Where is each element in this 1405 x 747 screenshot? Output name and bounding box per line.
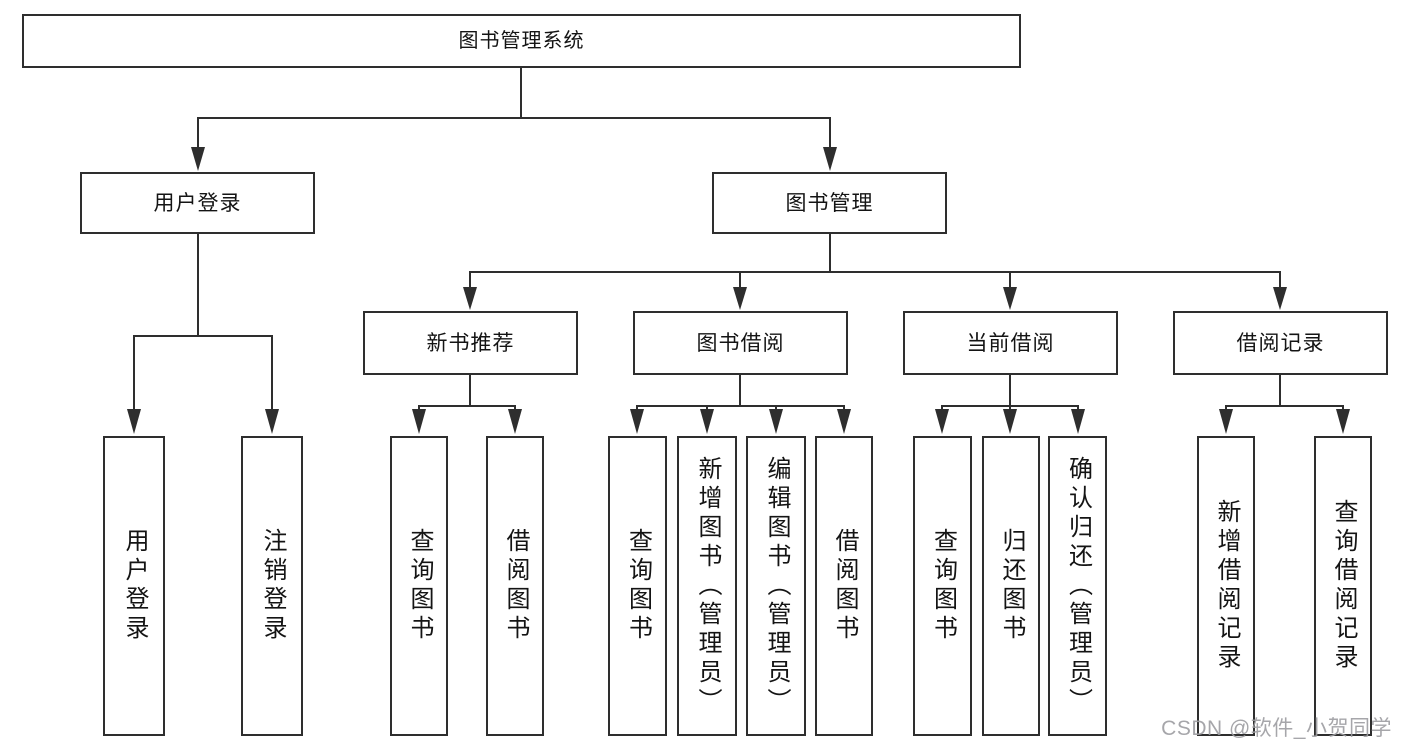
node-label: 新增借阅记录 (1213, 499, 1240, 673)
leaf-rec-borrow-books: 借阅图书 (486, 436, 544, 736)
leaf-cur-query-books: 查询图书 (913, 436, 972, 736)
node-borrowing-records: 借阅记录 (1173, 311, 1388, 375)
node-label: 查询借阅记录 (1330, 499, 1357, 673)
node-label: 借阅图书 (831, 528, 858, 644)
leaf-user-login: 用户登录 (103, 436, 165, 736)
node-label: 注销登录 (259, 528, 286, 644)
csdn-watermark: CSDN @软件_小贺同学 (1161, 717, 1392, 740)
node-book-borrowing: 图书借阅 (633, 311, 848, 375)
node-label: 用户登录 (153, 191, 242, 215)
leaf-rec-query-books: 查询图书 (390, 436, 448, 736)
node-label: 借阅图书 (502, 528, 529, 644)
leaf-logout: 注销登录 (241, 436, 303, 736)
node-label: 图书借阅 (696, 331, 785, 355)
node-book-management: 图书管理 (712, 172, 947, 234)
node-label: 当前借阅 (966, 331, 1055, 355)
node-label: 新增图书（管理员） (694, 455, 721, 717)
node-library-management-system: 图书管理系统 (22, 14, 1021, 68)
node-label: 图书管理系统 (458, 30, 585, 52)
leaf-rcd-query-borrow-record: 查询借阅记录 (1314, 436, 1372, 736)
node-current-borrowing: 当前借阅 (903, 311, 1118, 375)
node-label: 借阅记录 (1236, 331, 1325, 355)
node-label: 确认归还（管理员） (1064, 455, 1092, 717)
leaf-bor-add-books-admin: 新增图书（管理员） (677, 436, 737, 736)
node-label: 查询图书 (624, 528, 652, 644)
node-label: 用户登录 (121, 528, 148, 644)
node-label: 查询图书 (406, 528, 433, 644)
leaf-bor-edit-books-admin: 编辑图书（管理员） (746, 436, 806, 736)
node-label: 归还图书 (998, 528, 1025, 644)
leaf-bor-borrow-books: 借阅图书 (815, 436, 873, 736)
node-label: 图书管理 (785, 191, 874, 215)
node-label: 新书推荐 (426, 331, 515, 355)
leaf-bor-query-books: 查询图书 (608, 436, 667, 736)
leaf-cur-confirm-return-admin: 确认归还（管理员） (1048, 436, 1107, 736)
node-new-book-recommendation: 新书推荐 (363, 311, 578, 375)
node-user-login: 用户登录 (80, 172, 315, 234)
leaf-cur-return-books: 归还图书 (982, 436, 1040, 736)
leaf-rcd-add-borrow-record: 新增借阅记录 (1197, 436, 1255, 736)
node-label: 编辑图书（管理员） (763, 455, 790, 717)
node-label: 查询图书 (929, 528, 957, 644)
